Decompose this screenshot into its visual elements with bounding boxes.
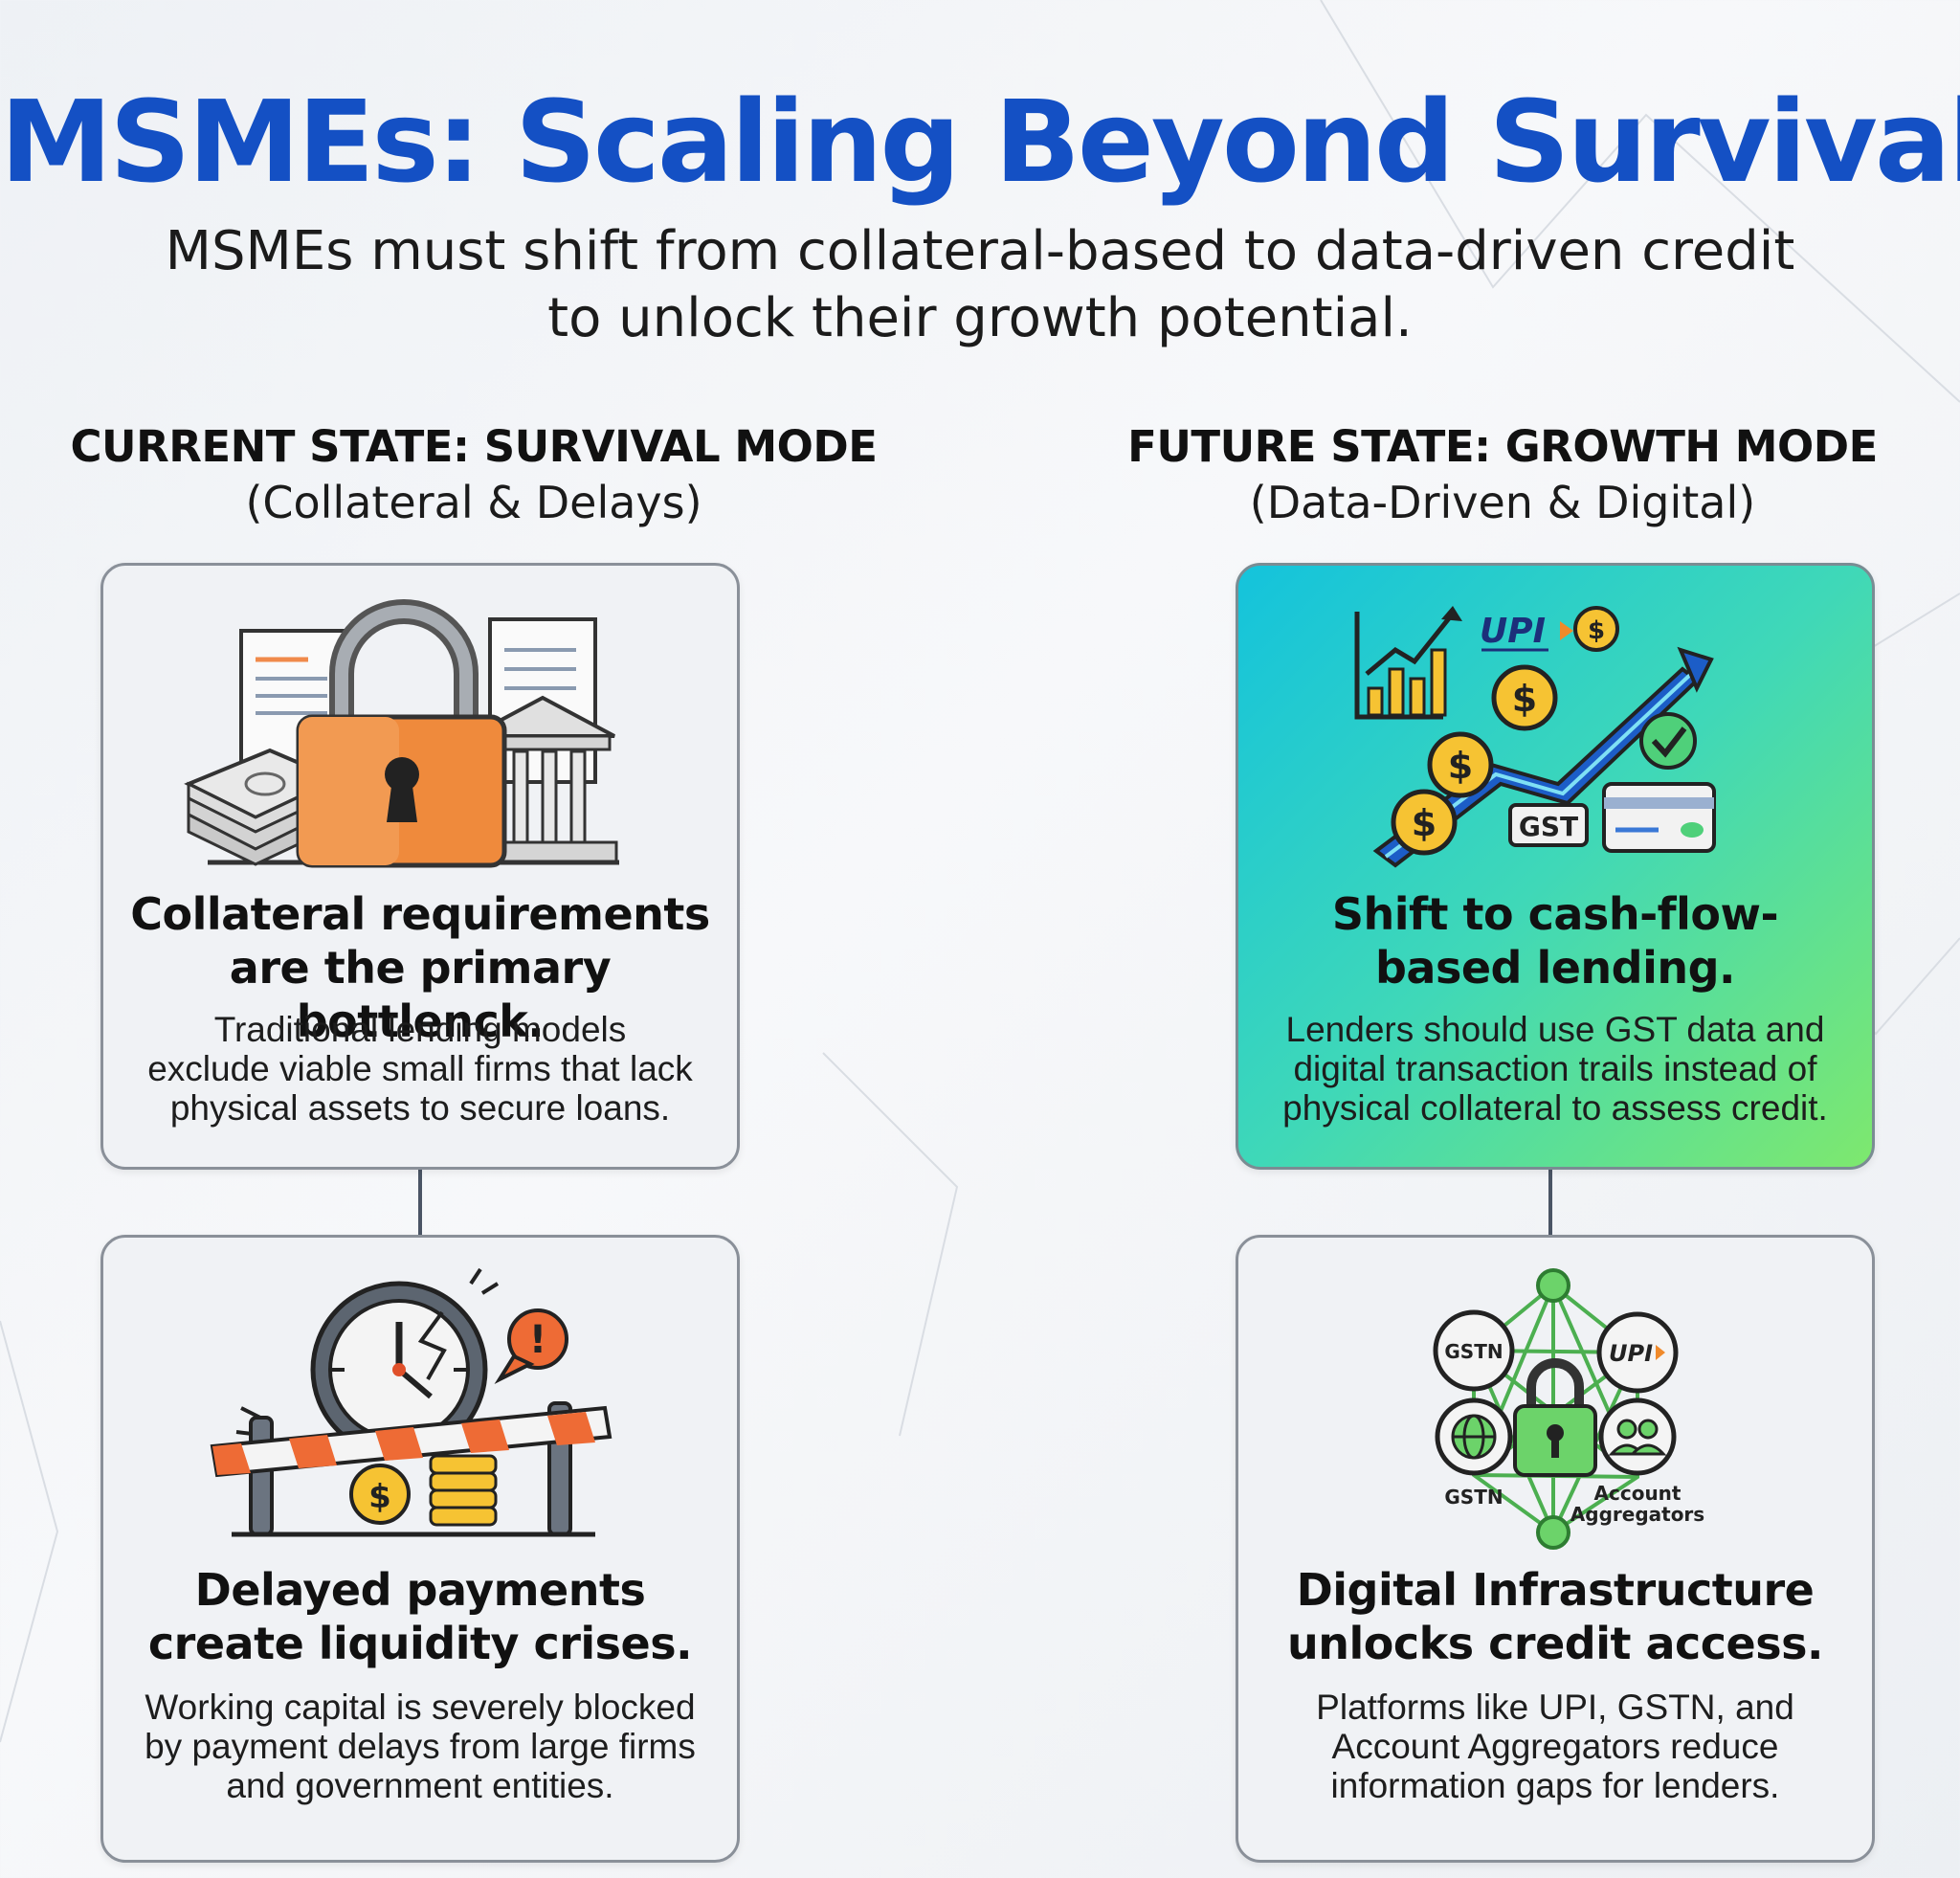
alert-bubble-icon: ! — [494, 1308, 568, 1384]
card-description: Working capital is severely blocked by p… — [103, 1688, 737, 1805]
card-title-line: Shift to cash-flow- — [1331, 888, 1779, 940]
card-desc-line: by payment delays from large firms — [145, 1727, 696, 1766]
card-title-line: Digital Infrastructure — [1296, 1564, 1815, 1616]
bar-chart-icon — [1354, 606, 1462, 720]
page-subtitle: MSMEs must shift from collateral-based t… — [0, 218, 1960, 352]
cash-flow-lending-card: UPI $ $ $ $ GST — [1236, 563, 1875, 1170]
coin-stack-icon: $ — [349, 1454, 498, 1527]
svg-text:!: ! — [529, 1318, 546, 1362]
card-desc-line: exclude viable small firms that lack — [147, 1049, 693, 1088]
card-desc-line: Working capital is severely blocked — [145, 1688, 696, 1727]
delayed-payments-card: ! $ Delayed payments create liquidity cr… — [100, 1235, 740, 1863]
future-state-title: FUTURE STATE: GROWTH MODE — [1127, 421, 1878, 472]
checkmark-icon — [1639, 712, 1697, 770]
card-title-line: Collateral requirements — [130, 888, 710, 940]
dollar-coin-icon: $ — [1427, 731, 1494, 798]
future-state-heading: FUTURE STATE: GROWTH MODE (Data-Driven &… — [1029, 419, 1960, 530]
card-title: Delayed payments create liquidity crises… — [103, 1563, 737, 1670]
collateral-card: Collateral requirements are the primary … — [100, 563, 740, 1170]
card-desc-line: digital transaction trails instead of — [1293, 1049, 1817, 1088]
svg-text:$: $ — [1512, 678, 1537, 720]
future-state-subtitle: (Data-Driven & Digital) — [1249, 477, 1756, 528]
page-title: MSMEs: Scaling Beyond Survival — [0, 76, 1960, 208]
dollar-coin-icon: $ — [1491, 664, 1558, 731]
card-title: Shift to cash-flow- based lending. — [1238, 887, 1872, 995]
svg-text:$: $ — [1448, 745, 1473, 787]
gstn-label: GSTN — [1444, 1340, 1503, 1363]
gst-label: GST — [1519, 811, 1578, 842]
padlock-documents-bank-icon — [184, 599, 619, 868]
aggregators-label: Aggregators — [1570, 1503, 1704, 1526]
svg-text:$: $ — [1412, 802, 1437, 844]
card-title-line: Delayed payments — [194, 1564, 646, 1616]
card-description: Traditional lending models exclude viabl… — [103, 1010, 737, 1128]
subtitle-line: MSMEs must shift from collateral-based t… — [165, 220, 1795, 282]
clock-barrier-coins-icon: ! $ — [210, 1267, 612, 1537]
svg-text:$: $ — [368, 1478, 391, 1516]
card-desc-line: Platforms like UPI, GSTN, and — [1316, 1688, 1794, 1727]
padlock-icon — [1513, 1358, 1597, 1477]
card-title-line: create liquidity crises. — [147, 1618, 693, 1669]
dollar-coin-icon: $ — [1573, 606, 1619, 652]
globe-node-icon: GSTN — [1435, 1397, 1513, 1509]
dollar-coin-icon: $ — [1391, 789, 1458, 856]
upi-label: UPI — [1480, 612, 1546, 651]
barrier-icon — [210, 1401, 612, 1537]
gstn-node-icon: GSTN — [1433, 1309, 1515, 1392]
growth-chart-coins-icon: UPI $ $ $ $ GST — [1354, 606, 1716, 868]
card-title-line: are the primary bottlenck. — [229, 942, 612, 1047]
account-label: Account — [1594, 1482, 1682, 1505]
card-desc-line: information gaps for lenders. — [1330, 1766, 1780, 1805]
current-state-title: CURRENT STATE: SURVIVAL MODE — [70, 421, 878, 472]
digital-infrastructure-card: GSTN UPI GSTN Account Aggregators Digit — [1236, 1235, 1875, 1863]
card-title: Collateral requirements are the primary … — [103, 887, 737, 1048]
card-desc-line: Traditional lending models — [213, 1010, 627, 1049]
card-description: Platforms like UPI, GSTN, and Account Ag… — [1238, 1688, 1872, 1805]
card-desc-line: physical assets to secure loans. — [169, 1088, 671, 1128]
upi-label: UPI — [1609, 1340, 1653, 1367]
current-state-subtitle: (Collateral & Delays) — [245, 477, 702, 528]
upi-logo-icon: UPI — [1480, 612, 1573, 652]
upi-node-icon: UPI — [1596, 1311, 1679, 1394]
card-desc-line: physical collateral to assess credit. — [1282, 1088, 1828, 1128]
card-desc-line: Lenders should use GST data and — [1285, 1010, 1825, 1049]
card-title-line: based lending. — [1374, 942, 1736, 994]
padlock-icon — [296, 599, 507, 868]
network-lock-icon: GSTN UPI GSTN Account Aggregators — [1433, 1268, 1704, 1550]
network-node-icon — [1536, 1515, 1570, 1550]
current-state-heading: CURRENT STATE: SURVIVAL MODE (Collateral… — [0, 419, 947, 530]
card-desc-line: and government entities. — [226, 1766, 614, 1805]
network-node-icon — [1536, 1268, 1570, 1303]
subtitle-line: to unlock their growth potential. — [547, 287, 1413, 349]
credit-card-icon — [1602, 782, 1716, 853]
clock-icon — [310, 1281, 488, 1459]
current-state-connector — [418, 1170, 422, 1235]
card-description: Lenders should use GST data and digital … — [1238, 1010, 1872, 1128]
gst-tag-icon: GST — [1508, 803, 1589, 847]
card-desc-line: Account Aggregators reduce — [1331, 1727, 1779, 1766]
svg-text:$: $ — [1588, 616, 1605, 645]
card-title-line: unlocks credit access. — [1287, 1618, 1823, 1669]
gstn-label: GSTN — [1444, 1486, 1503, 1509]
card-title: Digital Infrastructure unlocks credit ac… — [1238, 1563, 1872, 1670]
account-aggregators-node-icon: Account Aggregators — [1570, 1397, 1704, 1526]
future-state-connector — [1548, 1170, 1552, 1235]
